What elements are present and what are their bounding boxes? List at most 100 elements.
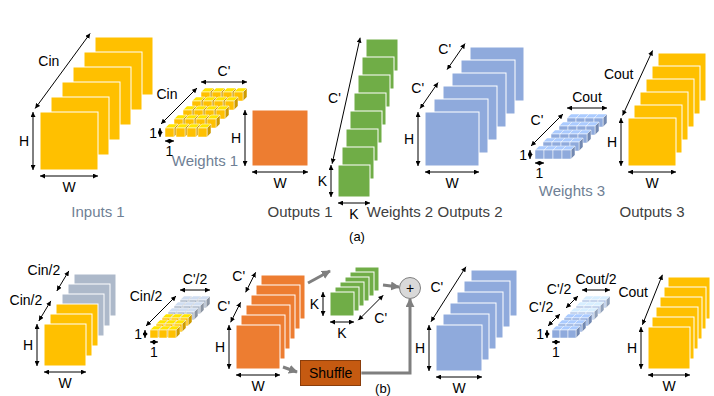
cube-side [587, 130, 591, 143]
dimension-label: 1 [536, 165, 544, 181]
dimension-label: 1 [519, 147, 527, 163]
dimension-arrow [145, 330, 146, 338]
dimension-label: C' [217, 298, 230, 314]
layer-name: Weights 1 [172, 152, 238, 169]
feature-map [44, 324, 86, 366]
dimension-label: H [231, 130, 241, 146]
cube-side [600, 302, 604, 314]
feature-map-stack [252, 110, 308, 166]
cube-side [588, 314, 592, 326]
dimension-label: K [318, 173, 327, 189]
dimension-arrow [201, 82, 247, 83]
cube-side [200, 302, 204, 314]
dimension-label: K [337, 325, 346, 341]
feature-map-stack [236, 275, 305, 369]
dimension-label: H [415, 340, 425, 356]
dimension-label: W [58, 375, 71, 391]
dimension-arrow [429, 325, 430, 371]
cube-side [576, 326, 580, 338]
dimension-label: H [627, 340, 637, 356]
dimension-label: K [310, 296, 319, 312]
layer-name: Inputs 1 [71, 203, 124, 220]
dimension-arrow [648, 375, 690, 376]
cube-front [560, 330, 568, 338]
cube-front [562, 150, 571, 159]
cube-front [535, 150, 544, 159]
flow-arrow [383, 285, 399, 287]
dimension-label: C'/2 [547, 281, 571, 297]
flow-arrow-group [283, 271, 399, 372]
cube-front [176, 128, 185, 137]
dimension-arrow [44, 372, 86, 373]
dimension-arrow [40, 176, 98, 177]
dimension-label: C' [328, 90, 341, 106]
dimension-label: 1 [552, 344, 560, 360]
cube-side [206, 296, 210, 308]
feature-map-stack [648, 277, 710, 369]
dimension-arrow [330, 322, 354, 323]
cube-side [225, 106, 229, 119]
feature-map-stack [436, 270, 517, 371]
feature-map [425, 112, 479, 166]
dimension-label: Cout [604, 66, 634, 82]
dimension-arrow [35, 33, 90, 108]
feature-map [236, 325, 280, 369]
cube-side [234, 97, 238, 110]
dimension-arrow [582, 290, 610, 291]
cube-side [182, 320, 186, 332]
shuffle-box: Shuffle [300, 360, 361, 386]
feature-map [252, 110, 308, 166]
dimension-label: W [445, 175, 458, 191]
dimension-label: H [19, 133, 29, 149]
dimension-arrow [150, 342, 158, 343]
feature-map [628, 118, 676, 166]
dimension-label: Cout [618, 284, 648, 300]
cube-side [582, 320, 586, 332]
dimension-arrow [548, 314, 560, 326]
dimension-arrow [33, 112, 34, 170]
cube-front [553, 150, 562, 159]
dimension-arrow [535, 163, 544, 164]
dimension-label: Cin/2 [28, 262, 61, 278]
cube-side [571, 146, 575, 159]
dimension-label: C'/2 [183, 271, 207, 287]
dimension-arrow [229, 325, 230, 369]
layer-name: Outputs 1 [267, 203, 332, 220]
panel-caption: (b) [375, 381, 391, 396]
dimension-arrow [425, 172, 479, 173]
dimension-label: W [273, 175, 286, 191]
cube-side [194, 308, 198, 320]
dimension-arrow [547, 330, 548, 338]
dimension-label: H [404, 131, 414, 147]
dimension-arrow [567, 108, 607, 109]
dimension-label: W [645, 175, 658, 191]
dimension-label: C' [430, 279, 443, 295]
dimension-label: Cin [156, 86, 177, 102]
weight-grid [535, 114, 607, 159]
dimension-label: H [23, 337, 33, 353]
cube-front [165, 128, 174, 137]
feature-map-stack [338, 39, 398, 197]
cube-front [544, 150, 553, 159]
feature-map-stack [44, 274, 116, 366]
flow-connector [361, 299, 410, 373]
dimension-arrow [621, 118, 622, 166]
cube-side [579, 138, 583, 151]
dimension-label: Cin/2 [130, 288, 163, 304]
dimension-label: Cout [572, 89, 602, 105]
dimension-label: C' [232, 268, 245, 284]
dimension-label: 1 [134, 326, 142, 342]
dimension-label: Cout/2 [575, 271, 616, 287]
panel-caption: (a) [349, 229, 365, 244]
dimension-label: C' [374, 310, 387, 326]
node-text: + [406, 280, 414, 296]
feature-map [330, 292, 354, 316]
cube-front [552, 330, 560, 338]
dimension-label: W [62, 179, 75, 195]
cube-side [243, 88, 247, 101]
dimension-label: Cin/2 [10, 292, 43, 308]
flow-arrow [308, 271, 330, 283]
dimension-label: 1 [149, 125, 157, 141]
feature-map [436, 325, 482, 371]
